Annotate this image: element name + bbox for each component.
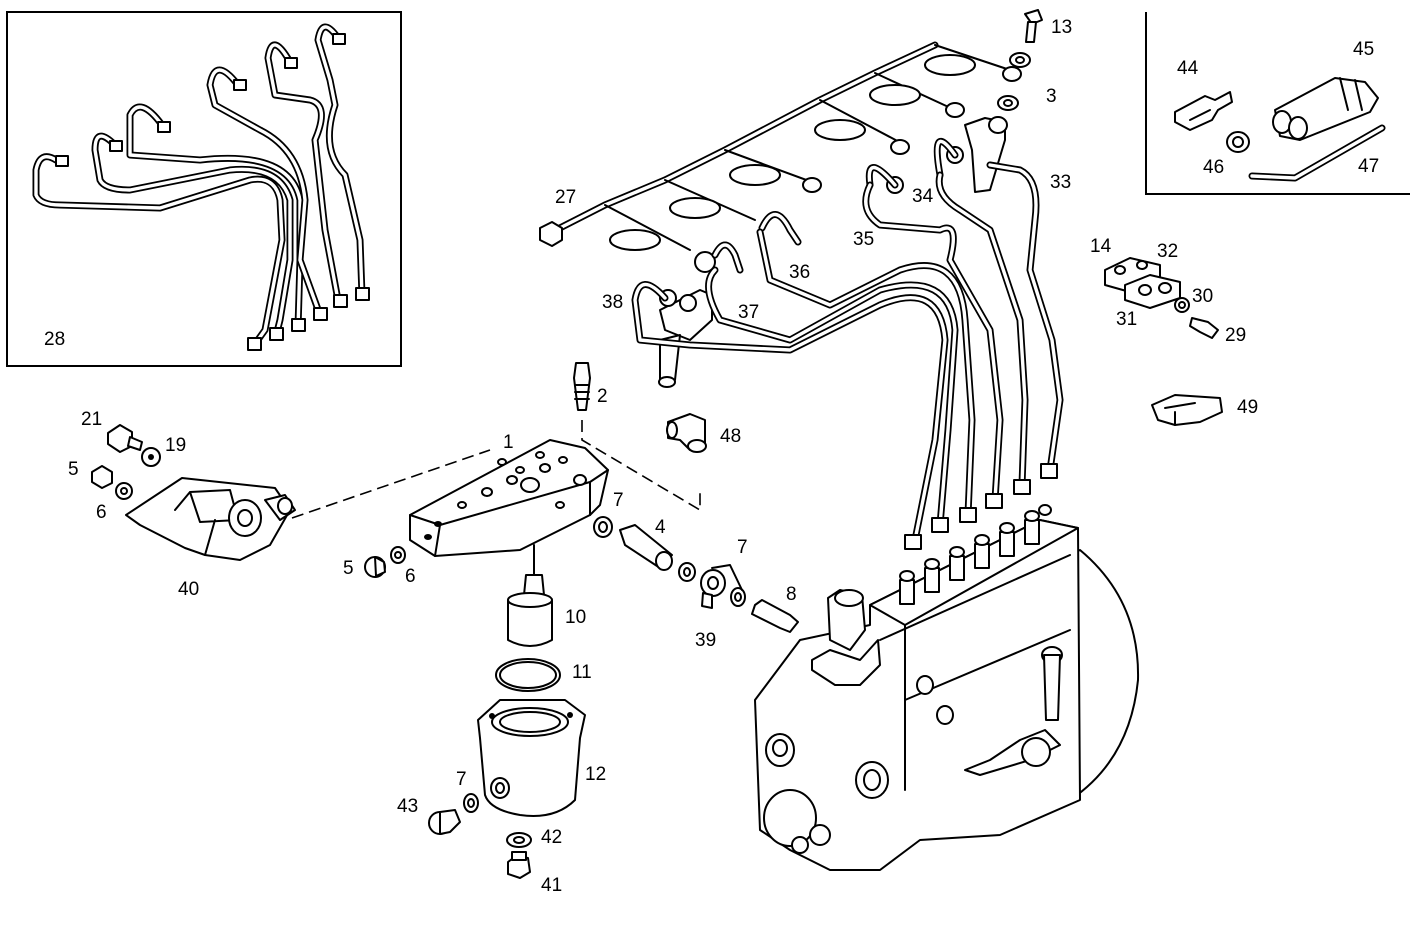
callout-labels: 1 2 3 4 5 5 6 6 7 7 7 8 10 11 12 13 14 1…: [44, 17, 1379, 896]
cable-part-47: [1248, 124, 1386, 182]
washer-part-7-banjo: [730, 587, 746, 607]
callout-46: 46: [1203, 157, 1224, 178]
callout-14: 14: [1090, 236, 1112, 257]
hollow-screw-part-4: [619, 524, 673, 571]
callout-11: 11: [572, 662, 592, 683]
callout-39: 39: [695, 630, 716, 651]
washer-part-7-lower: [678, 562, 696, 582]
connector-plug-part-45: [1272, 77, 1379, 141]
washer-part-19: [141, 447, 161, 467]
callout-43: 43: [397, 796, 418, 817]
callout-32: 32: [1157, 241, 1178, 262]
bracket-part-40: [125, 477, 296, 561]
washer-part-30: [1174, 297, 1190, 313]
washer-part-3: [997, 52, 1031, 111]
callout-27: 27: [555, 187, 576, 208]
callout-36: 36: [789, 262, 810, 283]
callout-40: 40: [178, 579, 199, 600]
callout-44: 44: [1177, 58, 1199, 79]
callout-33: 33: [1050, 172, 1071, 193]
injector-pipe-set-part-28: [32, 23, 370, 351]
plug-part-43: [428, 809, 461, 835]
plug-part-5-bracket: [91, 465, 113, 489]
injection-pipes-part-33-35-38: [631, 161, 1064, 550]
alignment-line-bolt-2: [581, 420, 701, 512]
callout-49: 49: [1237, 397, 1258, 418]
bolt-part-21: [107, 424, 143, 453]
pipe-part-36: [711, 211, 802, 274]
callout-21: 21: [81, 409, 102, 430]
callout-3: 3: [1046, 86, 1057, 107]
elbow-fitting-part-48: [666, 413, 707, 453]
callout-47: 47: [1358, 156, 1379, 177]
callout-10: 10: [565, 607, 586, 628]
callout-leader-7: [711, 564, 743, 591]
filter-head-block-part-1: [409, 439, 609, 557]
callout-41: 41: [541, 875, 562, 896]
callout-1: 1: [503, 432, 514, 453]
callout-42: 42: [541, 827, 562, 848]
callout-8: 8: [786, 584, 797, 605]
plug-part-41: [507, 851, 531, 879]
callout-30: 30: [1192, 286, 1213, 307]
injector-part-37: [658, 251, 716, 388]
washer-part-7-upper: [593, 516, 613, 538]
grommet-part-46: [1226, 131, 1250, 153]
callout-5-block: 5: [343, 558, 354, 579]
callout-19: 19: [165, 435, 186, 456]
inset-frame-pipe-set: [6, 11, 402, 367]
washer-part-6-block: [390, 546, 406, 564]
callout-37: 37: [738, 302, 759, 323]
callout-2: 2: [597, 386, 608, 407]
callout-7-upper: 7: [613, 490, 624, 511]
injector-part-34: [865, 116, 1008, 194]
washer-part-6-bracket: [115, 482, 133, 500]
banjo-fitting-part-39: [700, 569, 726, 609]
callout-34: 34: [912, 186, 934, 207]
banjo-bolt-part-8: [751, 599, 799, 633]
callout-7-lower: 7: [737, 537, 748, 558]
callout-29: 29: [1225, 325, 1246, 346]
leak-off-line-part-27: [539, 41, 1022, 269]
washer-part-7-housing: [463, 793, 479, 813]
callout-35: 35: [853, 229, 874, 250]
injection-pump: [754, 504, 1140, 871]
callout-12: 12: [585, 764, 606, 785]
callout-13: 13: [1051, 17, 1072, 38]
callout-5-bracket: 5: [68, 459, 79, 480]
inset-frame-connectors: [1145, 12, 1410, 195]
bolt-part-13: [1024, 9, 1043, 43]
bolt-part-2: [573, 362, 591, 411]
sensor-part-10: [507, 544, 553, 647]
callout-4: 4: [655, 517, 666, 538]
callout-7-housing: 7: [456, 769, 467, 790]
plug-part-5-block: [364, 556, 386, 578]
callout-6-block: 6: [405, 566, 416, 587]
callout-45: 45: [1353, 39, 1374, 60]
washer-part-42: [506, 832, 532, 848]
clip-part-49: [1151, 394, 1223, 426]
callout-6-bracket: 6: [96, 502, 107, 523]
o-ring-part-11: [495, 658, 561, 692]
bolt-part-29: [1189, 317, 1219, 339]
callout-48: 48: [720, 426, 741, 447]
callout-38: 38: [602, 292, 623, 313]
filter-housing-part-12: [477, 699, 586, 817]
clamp-part-32: [1124, 274, 1181, 309]
callout-31: 31: [1116, 309, 1137, 330]
connector-clip-part-44: [1174, 91, 1233, 131]
callout-28: 28: [44, 329, 65, 350]
